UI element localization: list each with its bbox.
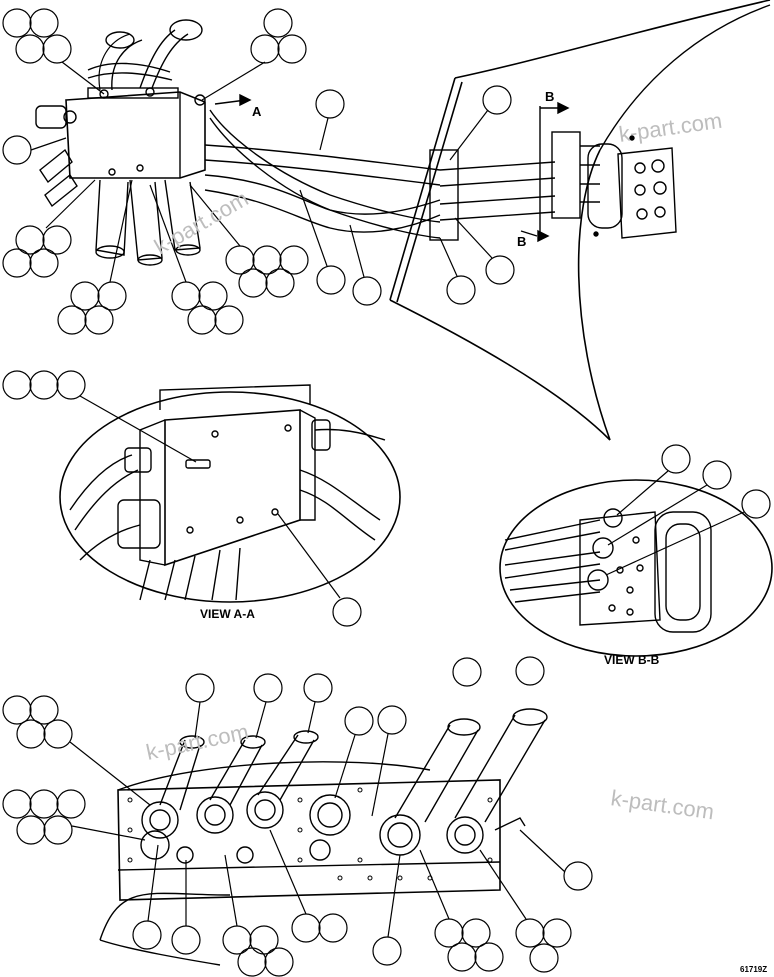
view-bb-detail — [499, 479, 773, 657]
arrow-b-top-label: B — [545, 89, 554, 104]
fender-panel — [389, 0, 771, 441]
watermark-4: k-part.com — [609, 785, 715, 824]
watermark-1: k-part.com — [617, 108, 723, 147]
drawing-number: 61719Z — [740, 965, 767, 974]
view-aa-detail — [59, 384, 401, 603]
side-cover-assembly — [99, 708, 548, 966]
view-aa-title: VIEW A-A — [200, 607, 255, 621]
arrow-b-bottom-label: B — [517, 234, 526, 249]
view-bb-title: VIEW B-B — [604, 653, 660, 667]
valve-block-assembly — [35, 19, 441, 266]
watermark-2: k-part.com — [150, 186, 252, 260]
arrow-a-label: A — [252, 104, 262, 119]
callout-bubbles — [2, 8, 771, 977]
